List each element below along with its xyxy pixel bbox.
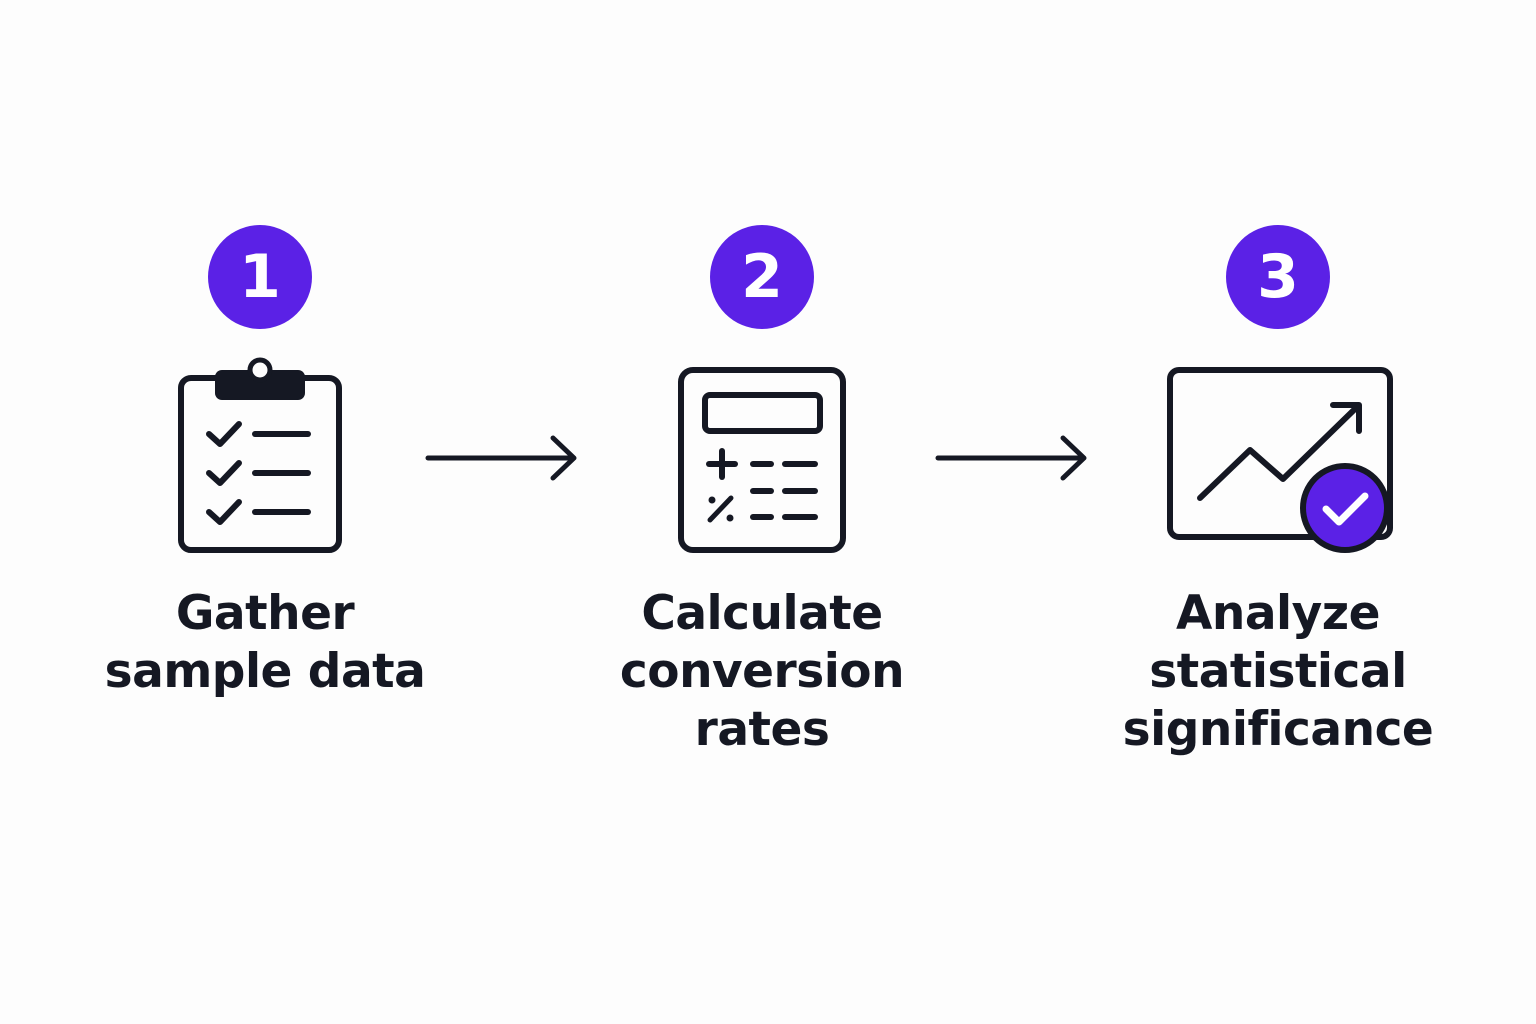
label-line: Gather <box>175 586 355 641</box>
step-number-badge: 3 <box>1226 225 1330 329</box>
step-1: 1 Gather sample data <box>0 0 426 699</box>
label-line: sample data <box>104 644 426 699</box>
step-1-label: Gather sample data <box>55 585 475 701</box>
label-line: Calculate <box>641 586 883 641</box>
label-line: Analyze <box>1175 586 1381 641</box>
label-line: rates <box>694 702 830 757</box>
trend-chart-check-icon <box>1165 365 1395 555</box>
calculator-icon <box>675 365 850 555</box>
arrow-right-icon <box>935 433 1090 483</box>
step-2: 2 Calculate conversion rates <box>0 0 905 757</box>
label-line: statistical <box>1149 644 1407 699</box>
step-number-badge: 2 <box>710 225 814 329</box>
step-number-badge: 1 <box>208 225 312 329</box>
label-line: conversion <box>619 644 905 699</box>
clipboard-checklist-icon <box>175 356 345 556</box>
step-3: 3 Analyze statistical significance <box>0 0 1434 757</box>
label-line: significance <box>1122 702 1434 757</box>
step-3-label: Analyze statistical significance <box>1068 585 1488 759</box>
step-2-label: Calculate conversion rates <box>552 585 972 759</box>
arrow-right-icon <box>425 433 580 483</box>
